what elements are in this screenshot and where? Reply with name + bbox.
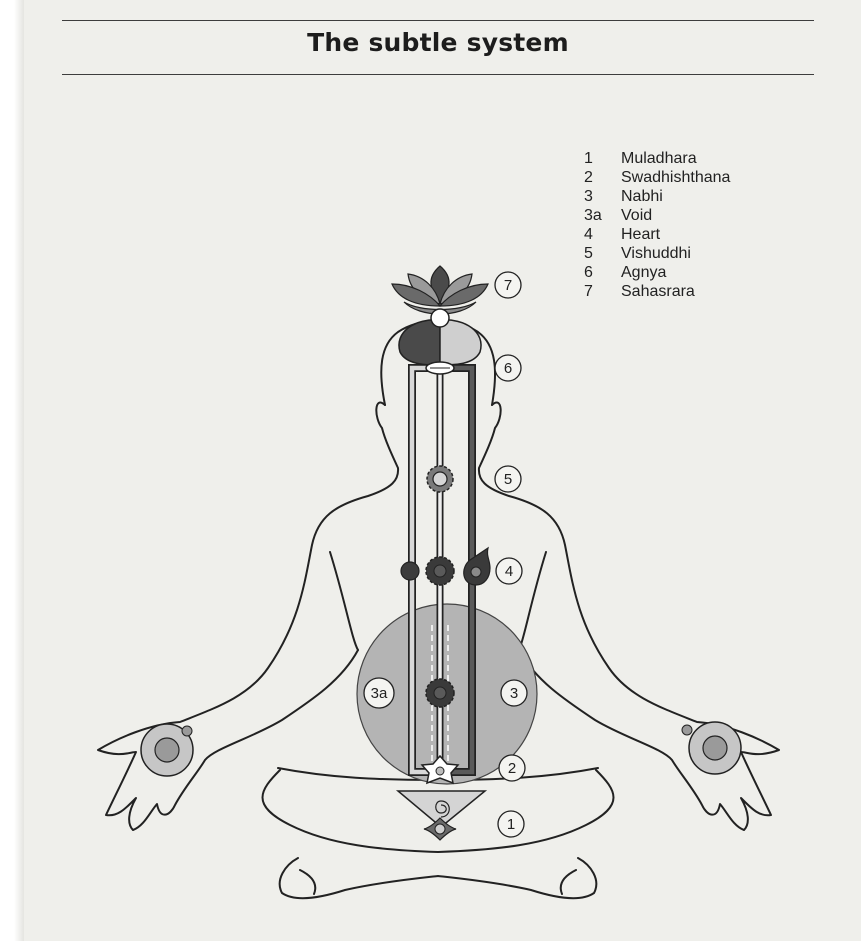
marker-5: 5 (495, 466, 521, 492)
muladhara-chakra (424, 818, 456, 840)
marker-4-label: 4 (505, 563, 513, 580)
marker-2-label: 2 (508, 760, 516, 777)
arm-inner-right (519, 552, 546, 650)
marker-4: 4 (496, 558, 522, 584)
toe-line-left (300, 870, 315, 894)
toe-line-right (561, 870, 576, 894)
palm-chakra-right (682, 722, 741, 774)
heart-chakra (426, 557, 454, 585)
body-outline-left (98, 403, 398, 830)
marker-6-label: 6 (504, 360, 512, 377)
feet-outline (280, 858, 597, 898)
marker-7: 7 (495, 272, 521, 298)
right-heart-flame (464, 548, 490, 585)
arm-inner-left (330, 552, 358, 650)
sahasrara-lotus (392, 266, 488, 327)
marker-5-label: 5 (504, 471, 512, 488)
marker-1: 1 (498, 811, 524, 837)
marker-7-label: 7 (504, 277, 512, 294)
vishuddhi-chakra (427, 466, 453, 492)
marker-3a: 3a (364, 678, 394, 708)
marker-3a-label: 3a (371, 685, 388, 702)
nabhi-chakra (426, 679, 454, 707)
marker-2: 2 (499, 755, 525, 781)
palm-chakra-left (141, 724, 193, 776)
marker-3: 3 (501, 680, 527, 706)
left-heart-circle (401, 562, 419, 580)
marker-1-label: 1 (507, 816, 515, 833)
marker-6: 6 (495, 355, 521, 381)
marker-3-label: 3 (510, 685, 518, 702)
